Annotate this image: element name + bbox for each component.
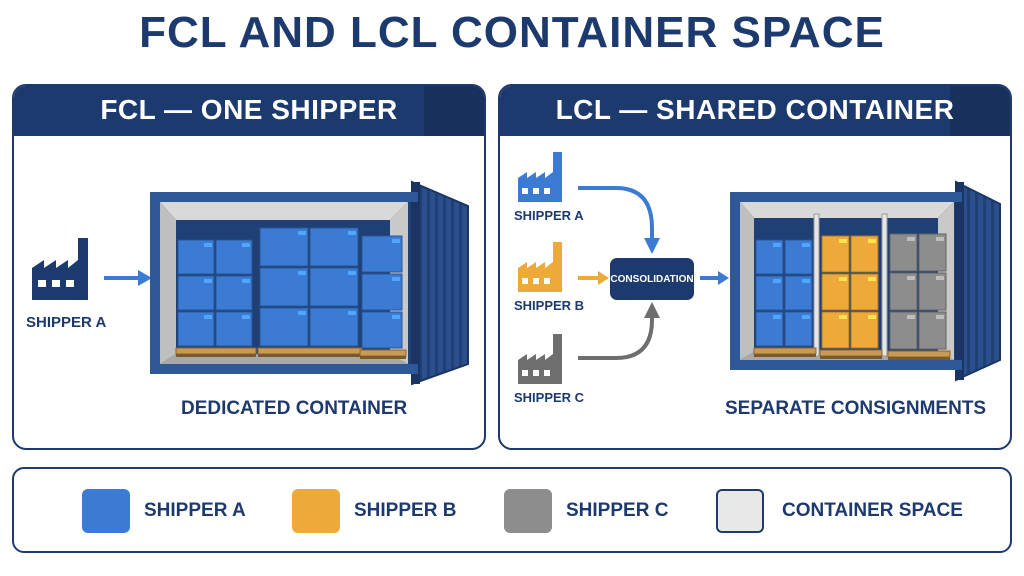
cargo-box [259,267,309,307]
legend-swatch-container-space [716,489,764,533]
cargo-box-label [868,315,876,319]
lcl-panel-header: LCL — SHARED CONTAINER [500,86,1010,136]
cargo-box-label [868,239,876,243]
cargo-box-label [773,279,781,283]
cargo-box-label [936,276,944,280]
page-title: FCL AND LCL CONTAINER SPACE [139,8,885,57]
cargo-box-label [204,315,212,319]
pallet-icon [819,349,883,357]
legend-label-shipper-c: SHIPPER C [566,500,669,521]
pallet-icon [887,350,951,358]
arrow-right-icon [104,270,152,286]
lcl-heading: LCL — SHARED CONTAINER [555,94,955,125]
container-icon [730,180,1001,382]
cargo-box [215,275,253,311]
pallet-base [888,357,950,360]
cargo-box-label [392,277,400,281]
cargo-box-label [839,277,847,281]
cargo-box-label [839,239,847,243]
cargo-box-label [802,315,810,319]
curved-arrow-icon [578,302,660,360]
legend-label-shipper-b: SHIPPER B [354,500,457,521]
cargo-box-label [392,315,400,319]
cargo-box-label [839,315,847,319]
cargo-box-label [348,231,356,235]
factory-icon [518,334,562,384]
fcl-heading: FCL — ONE SHIPPER [100,94,398,125]
factory-icon [518,242,562,292]
legend-swatch-shipper-a [82,489,130,533]
cargo-box-label [298,271,306,275]
cargo-box-label [773,243,781,247]
legend-swatch-shipper-c [504,489,552,533]
pallet-icon [175,347,257,355]
cargo-box-label [242,315,250,319]
cargo-box-label [907,276,915,280]
lcl-shipper-b-label: SHIPPER B [514,298,585,313]
cargo-box-label [802,243,810,247]
lcl-shipper-c-label: SHIPPER C [514,390,585,405]
pallet-base [820,356,882,359]
cargo-box-label [907,237,915,241]
lcl-caption: SEPARATE CONSIGNMENTS [725,398,987,419]
cargo-box-label [242,279,250,283]
pallet-icon [753,347,817,355]
cargo-box-label [936,315,944,319]
consolidation-box: CONSOLIDATION [610,258,694,300]
pallet-base [360,356,406,359]
pallet-base [754,354,816,357]
fcl-caption: DEDICATED CONTAINER [181,398,408,419]
fcl-panel-header: FCL — ONE SHIPPER [14,86,484,136]
cargo-box-label [242,243,250,247]
pallet-icon [359,349,407,357]
cargo-box-label [802,279,810,283]
cargo-box-label [348,311,356,315]
cargo-box-label [868,277,876,281]
cargo-box-label [204,279,212,283]
cargo-box-label [907,315,915,319]
legend-label-shipper-a: SHIPPER A [144,500,246,521]
legend-swatch-shipper-b [292,489,340,533]
pallet-base [258,354,362,357]
legend-label-container-space: CONTAINER SPACE [782,500,963,521]
pallet-icon [257,347,363,355]
cargo-box-label [348,271,356,275]
cargo-box-label [298,231,306,235]
cargo-box-label [936,237,944,241]
fcl-shipper-label: SHIPPER A [26,314,107,331]
arrow-right-icon [700,271,729,285]
cargo-box-label [298,311,306,315]
cargo-box-label [392,239,400,243]
arrow-right-icon [578,271,609,285]
cargo-box-label [773,315,781,319]
pallet-base [176,354,256,357]
factory-icon [32,238,88,300]
curved-arrow-icon [578,186,660,254]
lcl-shipper-a-label: SHIPPER A [514,208,584,223]
legend: SHIPPER A SHIPPER B SHIPPER C CONTAINER … [12,467,1012,553]
factory-icon [518,152,562,202]
container-icon [150,180,469,386]
cargo-box-label [204,243,212,247]
